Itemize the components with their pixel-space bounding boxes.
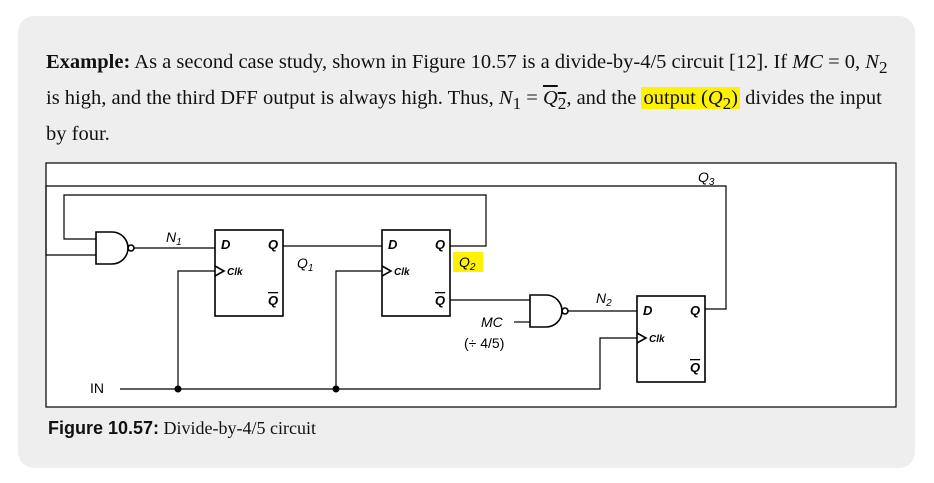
dff-1-q-pin: Q: [268, 237, 278, 252]
sub-2: 2: [557, 94, 567, 114]
label-divide-ratio: (÷ 4/5): [464, 335, 504, 351]
dff-3-q-pin: Q: [690, 303, 700, 318]
example-paragraph: Example: As a second case study, shown i…: [46, 47, 896, 150]
dff-1-clk-pin: Clk: [227, 267, 243, 278]
dff-1-qbar-pin: Q: [268, 293, 278, 308]
hl-text: output (: [643, 87, 708, 110]
para-text: = 0,: [822, 51, 866, 73]
dff-2-q-pin: Q: [435, 237, 445, 252]
dff-2-d-pin: D: [388, 237, 398, 252]
dff-3-clk-pin: Clk: [649, 334, 665, 345]
label-q2: Q2: [459, 254, 476, 273]
wires: [45, 185, 727, 390]
figure-frame: [45, 162, 897, 408]
wire-q2-feedback: [63, 194, 487, 247]
var-q2-bar: Q2: [542, 87, 566, 113]
para-text: divides the input by four.: [46, 87, 882, 146]
caption-label: Figure 10.57:: [48, 418, 160, 438]
label-n2: N2: [596, 290, 612, 309]
para-text: As a second case study, shown in Figure …: [130, 51, 793, 73]
var-q: Q: [707, 87, 723, 110]
dff-1-d-pin: D: [221, 237, 231, 252]
dff-3: [636, 295, 706, 383]
label-n1: N1: [166, 229, 182, 248]
dff-3-qbar-pin: Q: [690, 360, 700, 375]
para-text: , and the: [566, 87, 642, 110]
para-text: =: [521, 87, 543, 110]
dff-2-clk-triangle: [381, 265, 393, 277]
wire-q3-feedback: [45, 185, 727, 310]
dff-2-qbar-pin: Q: [435, 293, 445, 308]
label-q1: Q1: [297, 255, 313, 274]
var-n1: N: [498, 87, 513, 110]
caption-text: Divide-by-4/5 circuit: [159, 418, 317, 438]
para-text: is high, and the third DFF output is alw…: [46, 87, 499, 110]
dff-1: [214, 229, 284, 317]
sub-1: 1: [512, 94, 522, 114]
wire-clk-2: [335, 270, 382, 389]
q2-label-highlight: [453, 252, 483, 272]
wire-in: [120, 337, 637, 390]
var-mc: MC: [792, 51, 823, 73]
sub-2: 2: [878, 58, 888, 78]
dff-2-clk-pin: Clk: [394, 267, 410, 278]
dff-2: [381, 229, 451, 317]
var-n2: N: [865, 51, 879, 73]
hl-text: ): [731, 87, 738, 110]
highlighted-output: output (Q2): [641, 87, 740, 113]
var-q: Q: [542, 87, 558, 110]
example-label: Example:: [46, 51, 131, 73]
label-in: IN: [90, 380, 104, 396]
junction-2: [332, 385, 340, 393]
dff-1-clk-triangle: [214, 265, 226, 277]
figure-caption: Figure 10.57: Divide-by-4/5 circuit: [48, 418, 316, 439]
sub-2: 2: [722, 94, 732, 114]
dff-3-clk-triangle: [636, 332, 648, 344]
dff-3-d-pin: D: [643, 303, 653, 318]
label-mc: MC: [481, 314, 504, 330]
junction-1: [174, 385, 182, 393]
wire-clk-1: [177, 270, 215, 389]
label-q3: Q3: [698, 169, 715, 188]
